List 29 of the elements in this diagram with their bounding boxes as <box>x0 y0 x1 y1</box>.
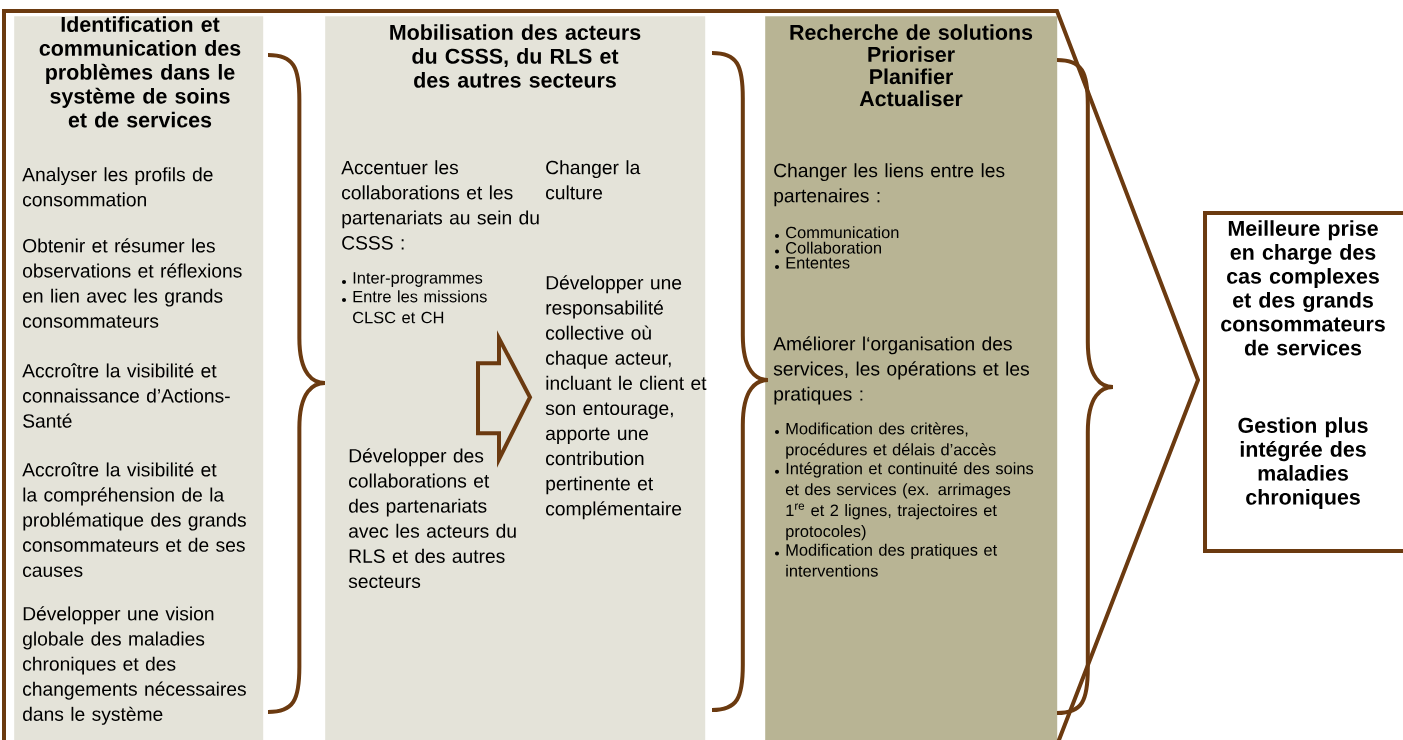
paragraph: Accroître la visibilité et connaissance d’Actions-Santé <box>22 363 230 428</box>
bullet-item: Entre les missions CLSC et CH <box>342 290 487 324</box>
heading: Planifier <box>870 68 953 85</box>
hollow-arrow <box>476 330 533 468</box>
heading: Identification et communication des problèmes dans le système de soins et de services <box>39 16 241 128</box>
heading: Meilleure prise en charge des cas complexes et des grands consommateurs de services <box>1221 220 1385 356</box>
heading: Gestion plus intégrée des maladies chroniques <box>1238 417 1368 509</box>
heading: Prioriser <box>868 46 955 63</box>
heading: Actualiser <box>859 90 963 107</box>
paragraph: Développer une responsabilité collective où chaque acteur, incluant le client et son entourage, apporte une contribution pertinente et complémentaire <box>545 275 707 520</box>
heading: Mobilisation des acteurs du CSSS, du RLS et des autres secteurs <box>390 24 641 88</box>
heading: Recherche de solutions <box>790 24 1033 40</box>
bullet-item: Inter-programmes <box>342 272 483 287</box>
bullet-item: Communication <box>775 226 899 239</box>
paragraph: Développer des collaborations et des partenariats avec les acteurs du RLS et des autres secteurs <box>348 448 516 589</box>
bullet-item: Collaboration <box>775 241 881 254</box>
paragraph: Améliorer l‘organisation des services, les opérations et les pratiques : <box>773 336 1029 405</box>
paragraph: Changer la culture <box>546 160 641 200</box>
paragraph: Développer une vision globale des maladies chroniques et des changements nécessaires dans le système <box>23 606 246 725</box>
outcome-box <box>1203 211 1403 553</box>
bullet-item: Modification des critères, procédures et délais d’accès <box>775 422 996 459</box>
bullet-item: Modification des pratiques et interventions <box>775 543 998 577</box>
paragraph: Changer les liens entre les partenaires : <box>774 163 1005 207</box>
bullet-item: Intégration et continuité des soins et des services (ex. arrimages 1$^{re}$ et 2 lignes, trajectoires et protocoles) <box>775 462 1034 541</box>
paragraph: Analyser les profils de consommation <box>22 167 213 207</box>
paragraph: Obtenir et résumer les observations et réflexions en lien avec les grands consommateurs <box>23 238 242 328</box>
bullet-item: Ententes <box>775 257 850 269</box>
paragraph: Accentuer les collaborations et les partenariats au sein du CSSS : <box>341 160 539 250</box>
paragraph: Accroître la visibilité et la compréhension de la problématique des grands consommateurs et de ses causes <box>22 462 246 577</box>
